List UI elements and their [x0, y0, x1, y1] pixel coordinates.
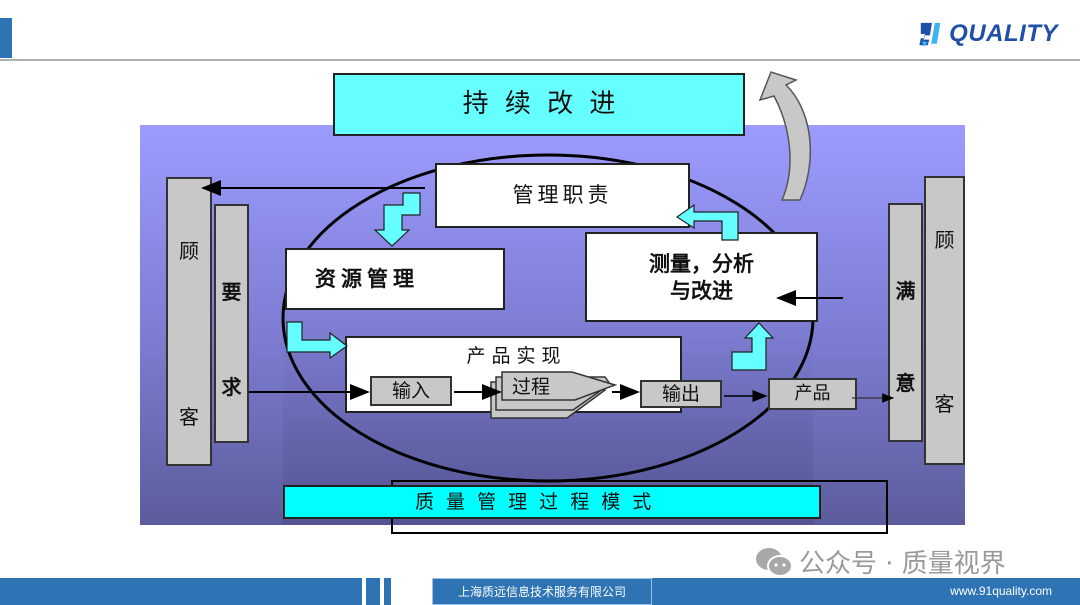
header-accent-bar — [0, 18, 12, 58]
product-box: 产品 — [768, 378, 857, 410]
resource-to-realization-arrow-icon — [286, 321, 349, 360]
process-shape — [501, 371, 618, 401]
customer-left-char2: 客 — [179, 405, 199, 429]
measurement-analysis-improvement-box: 测量，分析 与改进 — [585, 232, 818, 322]
requirements-char1: 要 — [221, 280, 242, 304]
requirements-char2: 求 — [221, 375, 242, 399]
footer-url[interactable]: www.91quality.com — [950, 584, 1052, 598]
customer-right-bar: 顾 客 — [924, 176, 965, 465]
measurement-to-responsibility-arrow-icon — [675, 203, 739, 241]
product-realization-label: 产 品 实 现 — [466, 345, 561, 367]
customer-left-bar: 顾 客 — [166, 177, 212, 466]
header-divider — [0, 59, 1080, 61]
footer-bar-right — [602, 578, 1080, 605]
resource-management-box: 资源管理 — [285, 248, 505, 310]
footer-bar-left — [0, 578, 362, 605]
continuous-improvement-box: 持 续 改 进 — [333, 73, 745, 136]
responsibility-to-resource-arrow-icon — [373, 192, 421, 247]
input-box: 输入 — [370, 376, 452, 406]
logo-text: QUALITY — [949, 20, 1058, 47]
management-responsibility-box: 管理职责 — [435, 163, 690, 228]
footer-stripe — [384, 578, 391, 605]
wechat-icon — [756, 547, 793, 577]
customer-right-char2: 客 — [934, 392, 955, 416]
satisfaction-char2: 意 — [895, 371, 916, 395]
measurement-line1: 测量，分析 — [649, 250, 754, 276]
watermark: 公众号 · 质量视界 — [755, 543, 1006, 580]
satisfaction-char1: 满 — [895, 279, 916, 303]
requirements-bar: 要 求 — [214, 204, 249, 443]
process-label: 过程 — [512, 376, 551, 398]
logo: QUALITY — [918, 12, 1058, 56]
91-logo-mark-icon — [919, 22, 941, 47]
model-title-box: 质 量 管 理 过 程 模 式 — [283, 485, 821, 519]
footer-stripe — [366, 578, 380, 605]
customer-right-char1: 顾 — [934, 228, 955, 252]
output-box: 输出 — [640, 380, 722, 408]
footer-company-name: 上海质远信息技术服务有限公司 — [432, 578, 652, 605]
watermark-text: 公众号 · 质量视界 — [799, 549, 1006, 579]
measurement-line2: 与改进 — [670, 278, 733, 303]
customer-left-char1: 顾 — [179, 239, 199, 263]
realization-to-measurement-arrow-icon — [731, 322, 775, 371]
improvement-cycle-arrow-icon — [758, 71, 812, 201]
